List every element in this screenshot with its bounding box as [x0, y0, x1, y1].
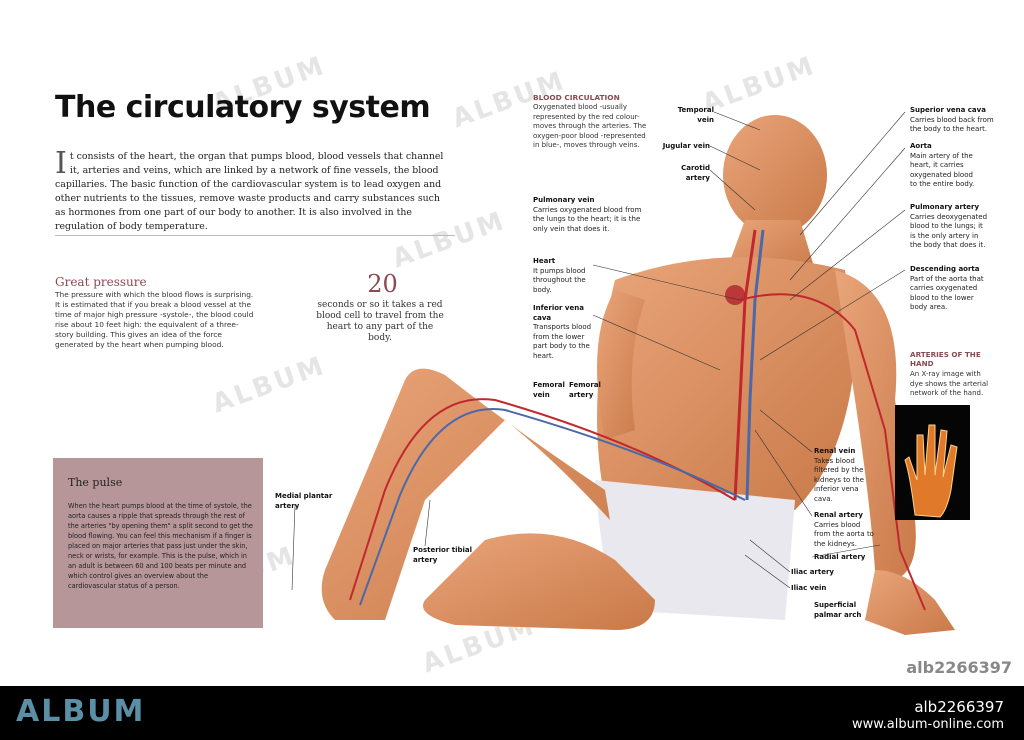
- label-posterior-tibial-artery: Posterior tibial artery: [413, 546, 473, 564]
- page-title: The circulatory system: [55, 90, 431, 125]
- pulse-text: When the heart pumps blood at the time o…: [68, 502, 253, 590]
- label-femoral-vein: Femoral vein: [533, 381, 565, 399]
- label-carotid-artery: Carotid artery: [681, 164, 710, 182]
- footer-bar: ALBUM alb2266397 www.album-online.com: [0, 686, 1024, 740]
- blood-circulation-text: Oxygenated blood -usually represented by…: [533, 103, 647, 149]
- leader-lines: [291, 111, 906, 591]
- label-jugular-vein: Jugular vein: [662, 142, 710, 150]
- stat-text: seconds or so it takes a red blood cell …: [316, 300, 444, 343]
- label-radial-artery: Radial artery: [814, 553, 866, 561]
- label-iliac-artery: Iliac artery: [791, 568, 834, 576]
- great-pressure-text: The pressure with which the blood flows …: [55, 290, 254, 349]
- blood-circulation-title: BLOOD CIRCULATION: [533, 93, 620, 102]
- great-pressure-title: Great pressure: [55, 275, 147, 289]
- label-temporal-vein: Temporal vein: [677, 106, 714, 124]
- drop-cap: I: [55, 146, 67, 181]
- label-femoral-artery: Femoral artery: [569, 381, 601, 399]
- label-superficial-palmar-arch: Superficial palmar arch: [814, 601, 862, 619]
- album-logo[interactable]: ALBUM: [16, 694, 146, 729]
- arteries-hand-text: An X-ray image with dye shows the arteri…: [910, 370, 989, 397]
- footer-image-id: alb2266397: [914, 698, 1004, 716]
- arteries-hand-title: ARTERIES OF THE HAND: [910, 350, 981, 368]
- pulse-box: The pulse When the heart pumps blood at …: [53, 458, 263, 628]
- stat-number: 20: [367, 270, 398, 298]
- hand-xray-image: [895, 405, 970, 520]
- image-id-label: alb2266397: [906, 658, 1012, 677]
- intro-text: t consists of the heart, the organ that …: [55, 151, 444, 232]
- human-figure-illustration: [321, 115, 955, 635]
- label-iliac-vein: Iliac vein: [791, 584, 827, 592]
- label-medial-plantar-artery: Medial plantar artery: [275, 492, 333, 510]
- footer-url-link[interactable]: www.album-online.com: [851, 717, 1004, 732]
- pulse-title: The pulse: [68, 476, 123, 489]
- infographic-page: ALBUM ALBUM ALBUM ALBUM ALBUM ALBUM ALBU…: [53, 50, 1012, 680]
- divider: [55, 235, 455, 236]
